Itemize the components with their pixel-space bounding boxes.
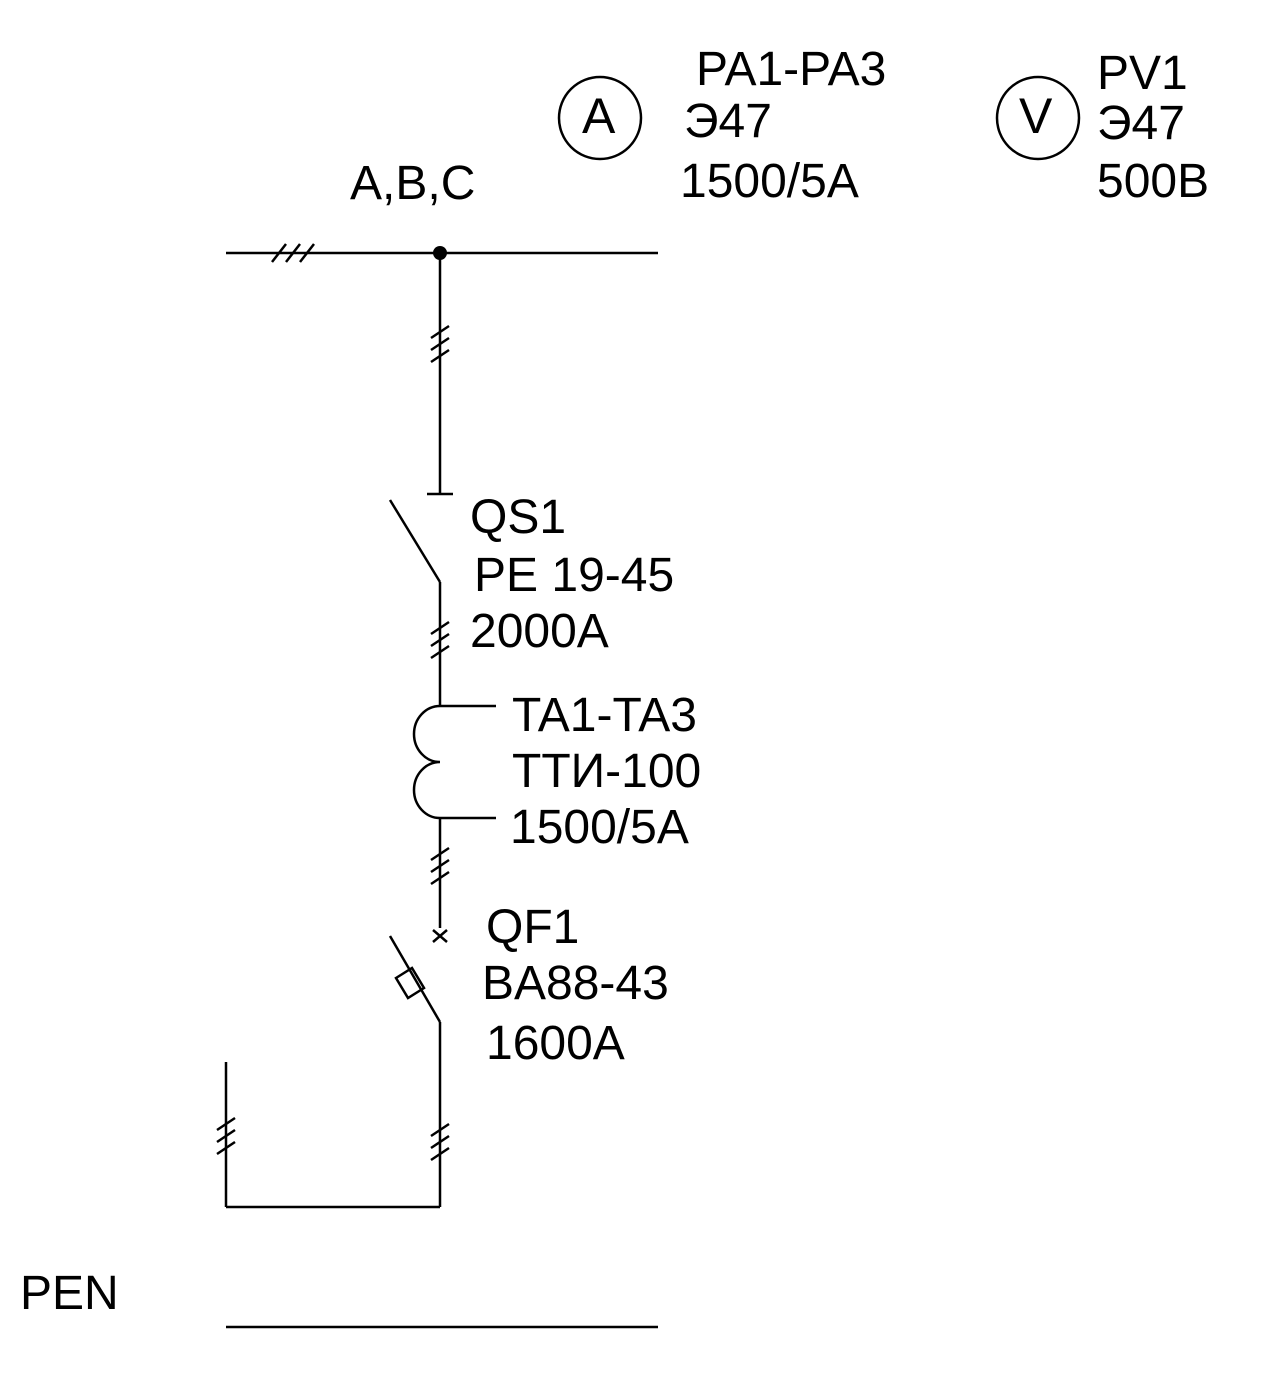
ammeter-circle [557,75,643,161]
outgoing-three-phase-ticks-right [430,1122,450,1162]
voltmeter-symbol-letter: V [1019,88,1053,144]
branch-three-phase-ticks-2 [430,620,450,660]
breaker-rating: 1600A [486,1017,625,1070]
ct-type: ТТИ-100 [512,745,702,798]
ammeter-rating: 1500/5A [680,155,859,208]
bus-phases-label: A,B,C [350,157,476,210]
breaker-qf1-symbol [388,929,448,1023]
ct-ratio: 1500/5A [510,801,689,854]
breaker-type: BA88-43 [482,957,669,1010]
current-transformer-symbol [412,704,496,820]
outgoing-loop-wire [224,1022,442,1209]
ammeter-designation: PA1-PA3 [696,43,887,96]
switch-designation: QS1 [470,491,567,544]
ammeter-symbol-letter: A [582,88,616,144]
switch-qs1-symbol [388,492,453,583]
ammeter-type: Э47 [684,95,772,148]
switch-type: PE 19-45 [474,549,675,602]
pen-label: PEN [20,1267,119,1320]
outgoing-three-phase-ticks-left [216,1116,236,1156]
voltmeter-type: Э47 [1097,97,1185,150]
bus-three-phase-ticks [271,243,315,263]
branch-three-phase-ticks-1 [430,324,450,364]
voltmeter-designation: PV1 [1097,47,1188,100]
branch-three-phase-ticks-3 [430,846,450,886]
voltmeter-circle [995,75,1081,161]
switch-rating: 2000A [470,605,609,658]
voltmeter-rating: 500В [1097,155,1210,208]
ct-designation: TA1-TA3 [512,689,697,742]
breaker-designation: QF1 [486,901,580,954]
